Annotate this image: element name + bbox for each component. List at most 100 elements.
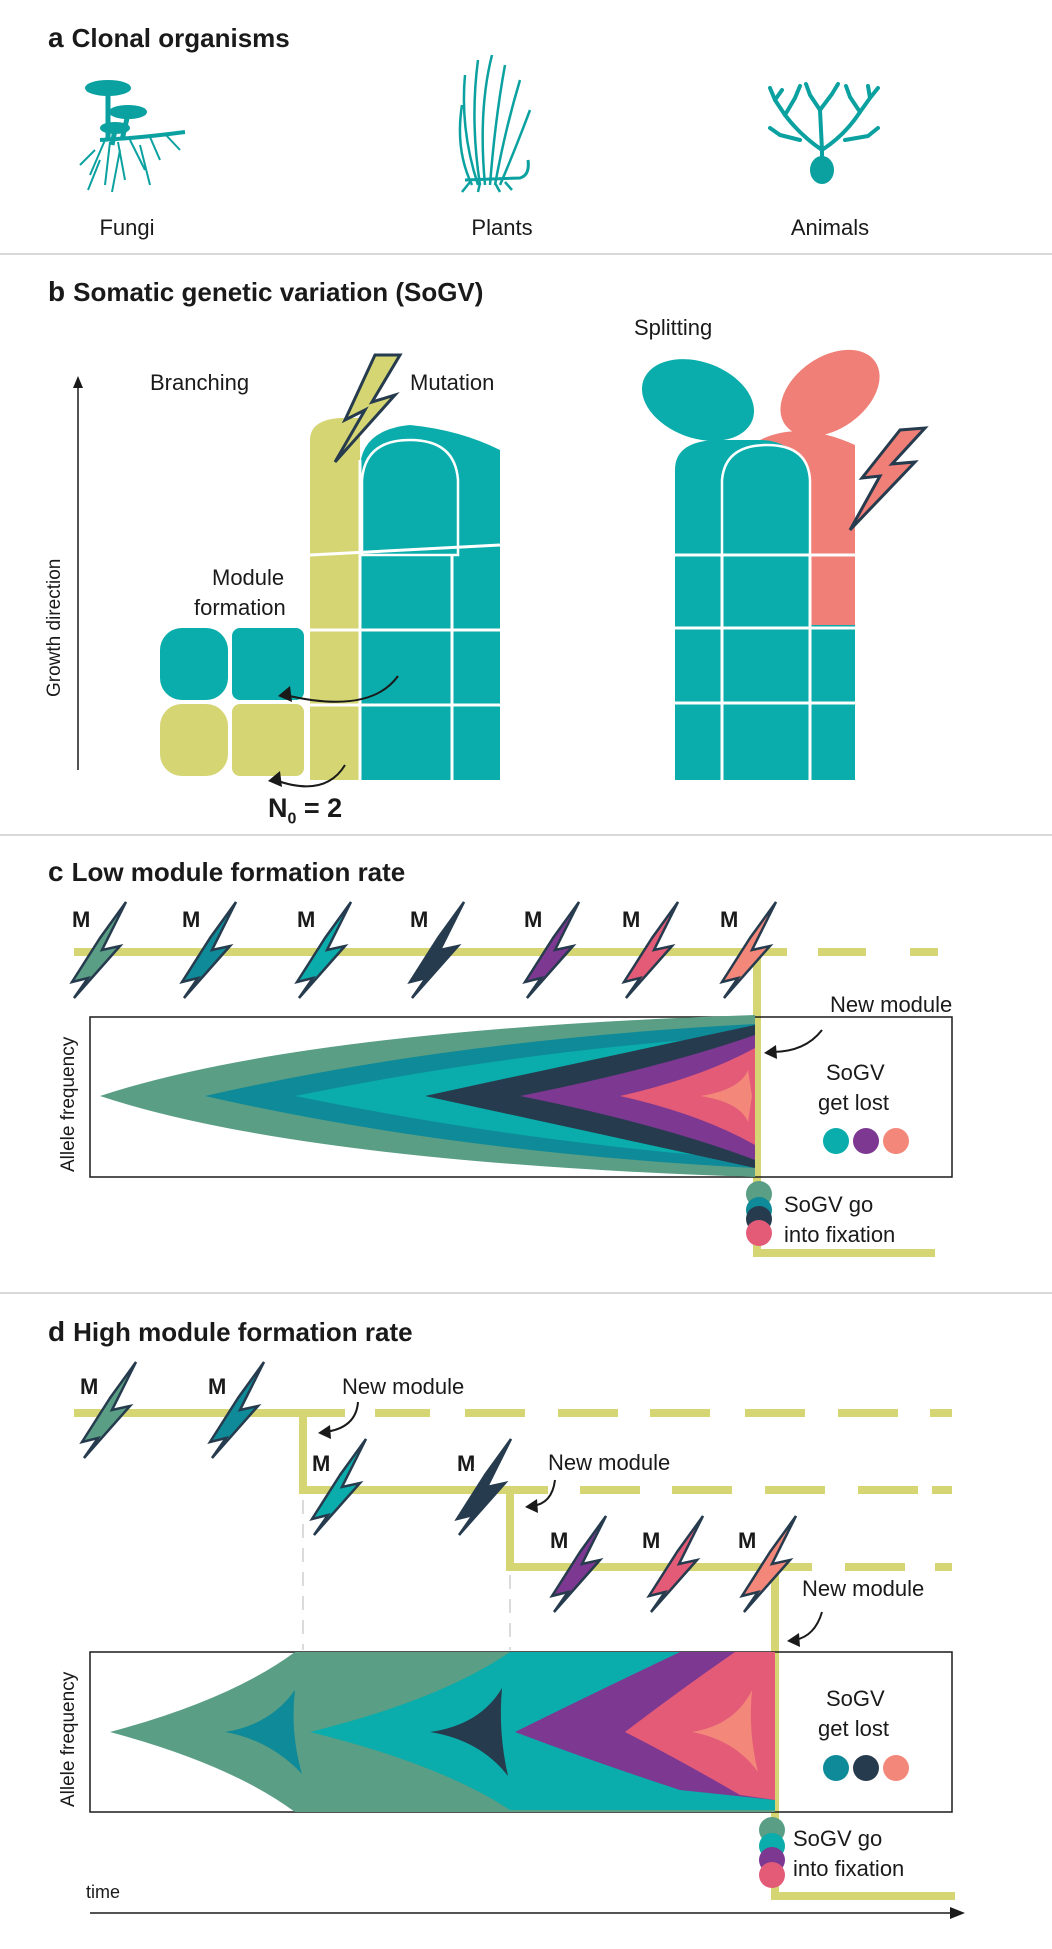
m-subscript-4-d: 4 (473, 1460, 481, 1474)
splitting-label: Splitting (634, 315, 713, 340)
bolt-m7-c (719, 901, 778, 999)
stream-m7-c (700, 1070, 752, 1122)
splitting-mutation-bolt-icon (848, 426, 929, 532)
m-subscript-2-c: 2 (198, 916, 206, 930)
fungi-illustration (79, 80, 186, 193)
organism-label-animals: Animals (790, 215, 870, 240)
lost-dot-salmon-d (883, 1755, 909, 1781)
stream-m6-d (625, 1652, 775, 1800)
time-label: time (86, 1882, 121, 1902)
allele-frequency-box-c (89, 1016, 953, 1178)
animals-illustration (768, 82, 880, 184)
panel-c-letter: c (48, 856, 64, 887)
mutation-bolts-d (79, 1361, 798, 1613)
m-letter: M (208, 1374, 227, 1399)
branching-structure (160, 353, 501, 788)
lost-dot-teal-c (823, 1128, 849, 1154)
m-subscript-4-c: 4 (426, 916, 434, 930)
bolt-m1-d (79, 1361, 138, 1459)
bolt-m7-d (739, 1515, 798, 1613)
m-letter: M (297, 907, 316, 932)
lost-dot-purple-c (853, 1128, 879, 1154)
m-subscript-3-c: 3 (313, 916, 321, 930)
bolt-m3-c (294, 901, 353, 999)
new-module-label-c: New module (830, 992, 953, 1017)
m-label-2-c: M2 (182, 907, 205, 933)
m-letter: M (550, 1528, 569, 1553)
sogv-fix-label-c-1: SoGV go (784, 1192, 874, 1217)
stream-m4-d (430, 1688, 508, 1776)
panel-c-title-text: Low module formation rate (71, 857, 406, 887)
m-letter: M (312, 1451, 331, 1476)
fix-dot-pink-c (746, 1220, 772, 1246)
lost-dot-deepteal-d (823, 1755, 849, 1781)
m-label-7-d: M7 (738, 1528, 761, 1554)
sogv-lost-label-c-1: SoGV (826, 1060, 885, 1085)
growth-axis-arrowhead (73, 376, 83, 388)
module-formation-label-line2: formation (194, 595, 286, 620)
sogv-fix-label-d-2: into fixation (793, 1856, 905, 1881)
mutation-bolts-c (69, 901, 778, 999)
m-letter: M (622, 907, 641, 932)
panel-d-title-text: High module formation rate (73, 1317, 413, 1347)
sogv-fix-label-d-1: SoGV go (793, 1826, 883, 1851)
divider-c-d (0, 1292, 1052, 1294)
m-subscript-1-d: 1 (96, 1383, 104, 1397)
m-label-1-c: M1 (72, 907, 95, 933)
m-label-6-c: M6 (622, 907, 645, 933)
m-label-6-d: M6 (642, 1528, 665, 1554)
organism-label-plants: Plants (471, 215, 533, 240)
m-subscript-3-d: 3 (328, 1460, 336, 1474)
splitting-structure (641, 349, 929, 780)
m-letter: M (182, 907, 201, 932)
n0-equation: = 2 (296, 793, 343, 823)
panel-d-letter: d (48, 1316, 66, 1347)
lost-dot-salmon-c (883, 1128, 909, 1154)
m-label-4-c: M4 (410, 907, 433, 933)
m-label-7-c: M7 (720, 907, 743, 933)
m-subscript-2-d: 2 (224, 1383, 232, 1397)
sogv-fix-label-c-2: into fixation (784, 1222, 896, 1247)
n0-label: N0 = 2 (268, 793, 342, 828)
panel-b-title-text: Somatic genetic variation (SoGV) (73, 277, 484, 307)
m-subscript-1-c: 1 (88, 916, 96, 930)
organism-label-fungi: Fungi (99, 215, 155, 240)
m-label-5-c: M5 (524, 907, 547, 933)
time-axis-arrowhead (950, 1907, 965, 1919)
divider-b-c (0, 834, 1052, 836)
bolt-m1-c (69, 901, 128, 999)
bolt-m5-d (549, 1515, 608, 1613)
n0-letter: N (268, 793, 288, 823)
sogv-lost-label-c-2: get lost (818, 1090, 889, 1115)
mutation-bolt-icon (333, 353, 403, 464)
m-subscript-6-d: 6 (658, 1537, 666, 1551)
sogv-lost-label-d-2: get lost (818, 1716, 889, 1741)
sogv-lost-label-d-1: SoGV (826, 1686, 885, 1711)
fix-dot-pink-d (759, 1862, 785, 1888)
m-letter: M (738, 1528, 757, 1553)
divider-a-b (0, 253, 1052, 255)
bolt-m2-d (207, 1361, 266, 1459)
stream-m6-c (620, 1048, 755, 1145)
m-letter: M (72, 907, 91, 932)
module-formation-label-line1: Module (212, 565, 285, 590)
lost-dot-navy-d (853, 1755, 879, 1781)
panel-a-title-text: Clonal organisms (71, 23, 290, 53)
new-module-label-d-1: New module (342, 1374, 465, 1399)
m-label-3-c: M3 (297, 907, 320, 933)
panel-b-letter: b (48, 276, 66, 307)
m-label-3-d: M3 (312, 1451, 335, 1477)
m-subscript-5-d: 5 (566, 1537, 574, 1551)
m-letter: M (720, 907, 739, 932)
new-module-label-d-2: New module (548, 1450, 671, 1475)
m-letter: M (642, 1528, 661, 1553)
m-label-2-d: M2 (208, 1374, 231, 1400)
m-subscript-7-c: 7 (736, 916, 744, 930)
bolt-m6-d (646, 1515, 705, 1613)
